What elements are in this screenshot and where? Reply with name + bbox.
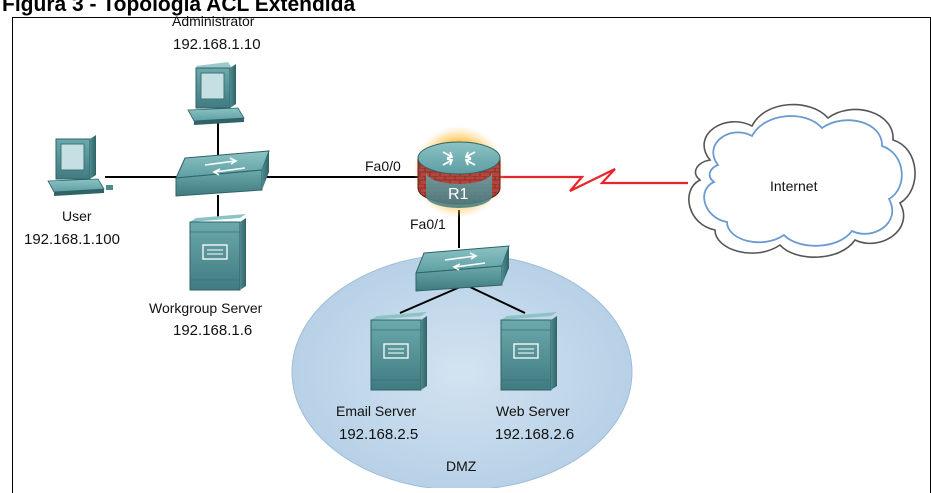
email-server-ip: 192.168.2.5 [339, 426, 419, 443]
email-server-icon [370, 312, 427, 391]
administrator-label: Administrator [172, 13, 255, 29]
router-r1-icon [413, 126, 505, 218]
router-if-fa01-label: Fa0/1 [410, 216, 446, 232]
internet-label: Internet [770, 178, 818, 194]
user-pc-icon [47, 135, 113, 196]
internet-cloud-icon [688, 103, 916, 258]
figure-title: Figura 3 - Topología ACL Extendida [2, 0, 356, 16]
email-server-label: Email Server [336, 403, 417, 419]
dmz-switch-icon [415, 245, 510, 292]
link-dmzswitch-email [399, 286, 461, 314]
router-name-label: R1 [448, 186, 469, 203]
dmz-zone [291, 253, 633, 488]
workgroup-server-label: Workgroup Server [149, 300, 263, 316]
user-ip: 192.168.1.100 [24, 231, 120, 248]
wan-serial-link [498, 168, 688, 192]
network-links [105, 122, 526, 314]
lan-switch-icon [175, 150, 270, 197]
workgroup-server-ip: 192.168.1.6 [173, 322, 253, 339]
web-server-ip: 192.168.2.6 [495, 426, 575, 443]
administrator-pc-icon [187, 62, 245, 125]
router-if-fa00-label: Fa0/0 [365, 158, 401, 174]
user-label: User [62, 208, 92, 224]
web-server-label: Web Server [496, 403, 570, 419]
web-server-icon [500, 312, 557, 391]
workgroup-server-icon [189, 214, 246, 291]
link-dmzswitch-web [469, 286, 526, 314]
dmz-label: DMZ [446, 458, 477, 474]
administrator-ip: 192.168.1.10 [173, 36, 261, 53]
